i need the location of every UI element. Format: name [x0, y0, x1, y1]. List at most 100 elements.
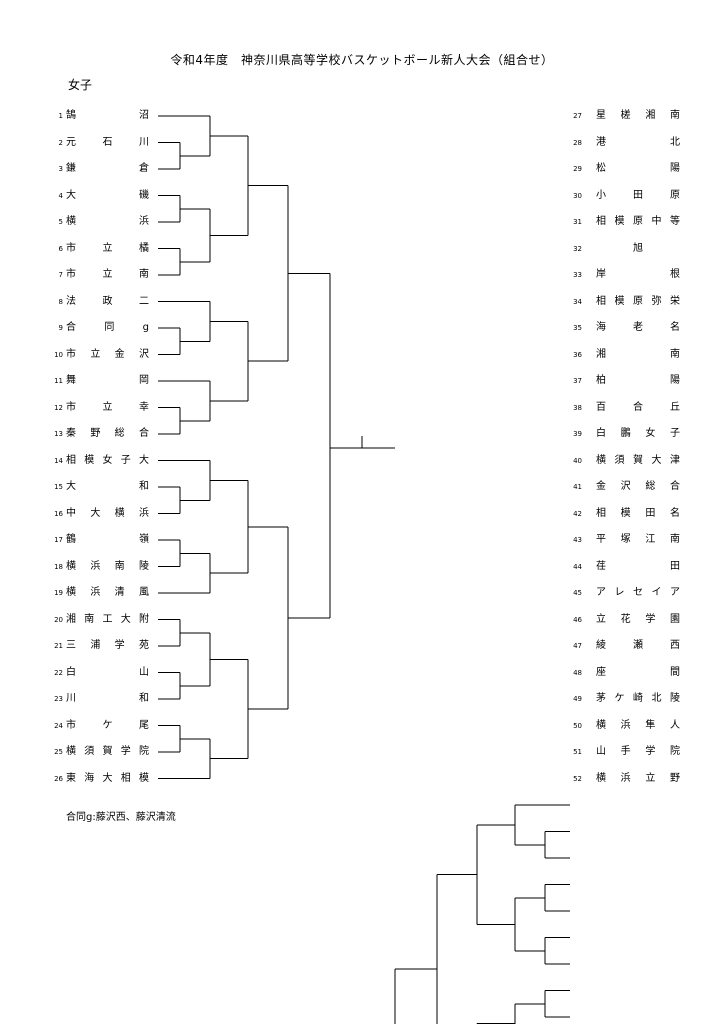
team-name: 横須賀学院	[66, 746, 149, 757]
team-name: 横浜南陵	[66, 560, 149, 572]
team-name: 東海大相模	[66, 772, 149, 784]
team-name: 山手学院	[596, 746, 680, 757]
team-name: 大和	[66, 481, 149, 492]
team-name: 星槎湘南	[596, 110, 680, 121]
team-number: 39	[573, 430, 582, 438]
team-number: 47	[573, 642, 582, 650]
team-number: 23	[54, 695, 63, 703]
team-number: 21	[54, 642, 63, 650]
team-name: 湘南工大附	[66, 613, 149, 625]
team-name: 相模原弥栄	[596, 295, 680, 307]
team-name: 秦野総合	[66, 428, 149, 439]
team-name: 座間	[596, 666, 680, 678]
team-name: 小田原	[596, 189, 680, 201]
team-name: 横浜隼人	[596, 719, 680, 731]
team-name: 白鵬女子	[596, 428, 680, 439]
team-number: 51	[573, 748, 582, 756]
team-number: 35	[573, 324, 582, 332]
team-name: 百合丘	[596, 401, 680, 413]
team-number: 13	[54, 430, 63, 438]
team-number: 30	[573, 191, 582, 200]
team-number: 24	[54, 721, 63, 730]
team-name: 横浜	[66, 216, 149, 227]
team-name: 横浜清風	[66, 587, 149, 598]
team-number: 3	[58, 165, 63, 173]
team-number: 9	[58, 324, 63, 332]
team-number: 26	[54, 774, 63, 783]
team-number: 5	[58, 218, 63, 226]
team-number: 15	[54, 483, 63, 491]
team-number: 49	[573, 695, 582, 703]
team-name: 市立金沢	[66, 348, 149, 360]
team-number: 48	[573, 668, 582, 677]
team-name: 柏陽	[596, 375, 680, 386]
team-name: 鶴嶺	[66, 534, 149, 545]
team-number: 33	[573, 271, 582, 279]
team-number: 7	[58, 271, 63, 279]
team-name: 横須賀大津	[596, 454, 680, 466]
team-name: 市ケ尾	[66, 719, 149, 731]
team-number: 29	[573, 165, 582, 173]
team-name: 元石川	[66, 136, 149, 148]
team-name: 平塚江南	[596, 534, 680, 545]
team-number: 14	[54, 456, 63, 465]
team-number: 36	[573, 350, 582, 359]
team-number: 28	[573, 138, 582, 147]
team-number: 1	[58, 112, 63, 120]
team-number: 10	[54, 350, 63, 359]
team-number: 19	[54, 589, 63, 597]
team-name: 白山	[66, 666, 149, 678]
team-number: 38	[573, 403, 582, 412]
team-name: アレセイア	[596, 587, 680, 598]
team-name: 茅ケ崎北陵	[596, 693, 680, 704]
team-name: 市立橘	[66, 242, 149, 254]
team-name: 市立幸	[66, 401, 149, 413]
team-number: 17	[54, 536, 63, 544]
team-number: 6	[58, 244, 63, 253]
team-name: 鎌倉	[66, 163, 149, 174]
team-number: 46	[573, 615, 582, 624]
team-number: 4	[58, 191, 63, 200]
team-name: 相模田名	[596, 507, 680, 519]
team-number: 44	[573, 562, 582, 571]
team-number: 8	[58, 297, 63, 306]
team-number: 31	[573, 218, 582, 226]
team-number: 12	[54, 403, 63, 412]
team-name: 川和	[66, 693, 149, 704]
team-name: 海老名	[596, 322, 680, 333]
team-number: 40	[573, 456, 582, 465]
team-number: 20	[54, 615, 63, 624]
team-number: 45	[573, 589, 582, 597]
team-number: 16	[54, 509, 63, 518]
team-number: 43	[573, 536, 582, 544]
section-label: 女子	[68, 78, 93, 92]
team-name: 立花学園	[596, 613, 680, 625]
team-number: 18	[54, 562, 63, 571]
team-name: 横浜立野	[596, 772, 680, 784]
team-name: 鵠沼	[66, 110, 149, 121]
team-name: 三浦学苑	[66, 640, 149, 651]
team-name: 松陽	[596, 163, 680, 174]
team-name: 金沢総合	[596, 481, 680, 492]
team-number: 41	[573, 483, 582, 491]
team-name: 綾瀬西	[596, 640, 680, 651]
team-number: 27	[573, 112, 582, 120]
team-name: 大磯	[66, 189, 149, 201]
team-name: 舞岡	[66, 375, 149, 386]
team-name: 港北	[596, 136, 680, 148]
page-title: 令和4年度 神奈川県高等学校バスケットボール新人大会（組合せ）	[170, 53, 554, 67]
team-name: 岸根	[596, 269, 680, 280]
team-number: 37	[573, 377, 582, 385]
team-name: 法政二	[66, 295, 149, 307]
team-number: 11	[54, 377, 63, 385]
team-name: 湘南	[596, 348, 680, 360]
team-number: 52	[573, 774, 582, 783]
team-name: 旭	[633, 242, 643, 254]
team-number: 22	[54, 668, 63, 677]
team-number: 42	[573, 509, 582, 518]
team-name: 荏田	[596, 560, 680, 572]
footnote: 合同g:藤沢西、藤沢清流	[66, 812, 176, 823]
